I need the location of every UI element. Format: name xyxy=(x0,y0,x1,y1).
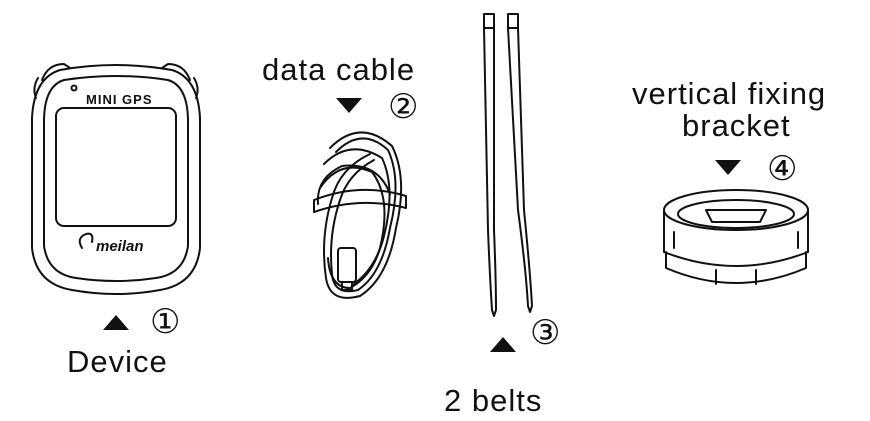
cable-tie-icon xyxy=(483,13,533,317)
device-brand-logo: meilan xyxy=(96,238,144,255)
bracket-pointer-triangle xyxy=(715,160,741,175)
belts-label: 2 belts xyxy=(444,383,543,418)
device-screen-title: MINI GPS xyxy=(86,92,153,107)
device-label: Device xyxy=(67,344,168,379)
gps-device-icon xyxy=(31,63,201,295)
bracket-label-line1: vertical fixing xyxy=(632,76,827,111)
device-pointer-triangle xyxy=(103,315,129,330)
mount-bracket-icon xyxy=(663,189,809,285)
cable-number: ② xyxy=(388,88,419,126)
cable-pointer-triangle xyxy=(336,98,362,113)
device-number: ① xyxy=(150,303,181,341)
data-cable-icon xyxy=(313,131,407,299)
belts-pointer-triangle xyxy=(490,337,516,352)
belts-number: ③ xyxy=(530,314,561,352)
bracket-label-line2: bracket xyxy=(682,108,791,143)
cable-label: data cable xyxy=(262,52,416,87)
bracket-number: ④ xyxy=(767,150,798,188)
